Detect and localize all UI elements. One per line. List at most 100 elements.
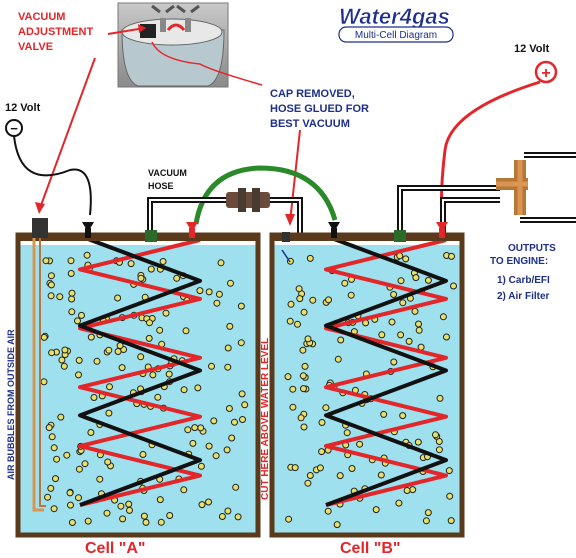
bubble: [439, 313, 447, 321]
outputs-label: OUTPUTS TO ENGINE: 1) Carb/EFI 2) Air Fi…: [490, 243, 556, 302]
bubble: [139, 451, 147, 458]
bubble: [286, 317, 294, 325]
bubble: [300, 423, 308, 431]
cell-b: CUT HERE ABOVE WATER LEVEL: [260, 222, 465, 538]
bubble: [241, 401, 249, 409]
bubble: [316, 464, 324, 472]
bubble: [224, 507, 232, 515]
svg-text:+: +: [541, 65, 550, 82]
bubble: [299, 346, 307, 354]
bubble: [74, 317, 81, 325]
bubble: [53, 455, 61, 463]
bubble: [117, 502, 125, 510]
bubble: [126, 506, 133, 514]
cap-removed-label: CAP REMOVED, HOSE GLUED FOR BEST VACUUM: [151, 41, 369, 226]
logo-text: Water4gas: [339, 4, 450, 29]
vac-hose-line1: VACUUM: [148, 168, 187, 178]
bubble: [301, 362, 309, 370]
bubble: [68, 289, 76, 297]
bubble: [297, 414, 305, 422]
bubble: [142, 518, 150, 526]
pos-12v-label: 12 Volt: [514, 43, 550, 55]
bubble: [422, 517, 430, 525]
bubble: [399, 412, 407, 420]
cap-line2: HOSE GLUED FOR: [270, 103, 369, 115]
bubble: [325, 296, 332, 304]
bubble: [333, 521, 341, 529]
bubble: [306, 254, 314, 262]
bubble: [300, 385, 307, 393]
air-bubble: [40, 378, 48, 386]
bubble: [223, 446, 231, 454]
vacuum-valve-line3: VALVE: [18, 41, 53, 53]
bubble: [432, 431, 439, 439]
bubble: [61, 346, 69, 354]
bubble: [341, 279, 349, 287]
bubble: [234, 513, 242, 521]
bubble: [296, 295, 304, 303]
coil-red: [324, 238, 448, 507]
bubble: [306, 472, 314, 479]
bubble: [446, 492, 454, 500]
bubble: [66, 489, 74, 497]
bubble: [156, 496, 164, 504]
bubble: [67, 257, 75, 265]
bubble: [224, 363, 232, 371]
bubble: [145, 334, 153, 342]
positive-terminal: 12 Volt +: [439, 43, 558, 223]
neg-12v-label: 12 Volt: [5, 102, 41, 114]
vacuum-valve-label: VACUUM ADJUSTMENT VALVE: [18, 11, 146, 214]
vacuum-valve-line1: VACUUM: [18, 11, 65, 23]
bubble: [231, 418, 238, 426]
outputs-line4: 2) Air Filter: [497, 291, 550, 302]
outputs-line3: 1) Carb/EFI: [497, 275, 550, 286]
outputs-line1: OUTPUTS: [508, 243, 556, 254]
bubble: [397, 277, 405, 285]
bubble: [450, 282, 457, 290]
bubble: [287, 300, 295, 308]
cell-a: AIR BUBBLES FROM OUTSIDE AIR: [6, 218, 261, 538]
air-bubble: [48, 349, 56, 357]
bubble: [68, 308, 76, 316]
bubble: [397, 331, 405, 339]
bubble: [217, 259, 225, 267]
coil-black: [78, 234, 202, 507]
bubble: [63, 451, 71, 459]
bubble: [227, 279, 234, 287]
bubble: [149, 371, 157, 379]
bubble: [239, 416, 246, 423]
bubble: [114, 348, 122, 355]
hose-connector: [226, 192, 270, 208]
bubble: [435, 438, 443, 445]
bubble: [356, 440, 364, 448]
bubble: [390, 358, 398, 366]
bubble: [409, 486, 417, 494]
bubble: [378, 331, 386, 339]
bubble: [105, 409, 113, 417]
bubble: [83, 251, 91, 259]
bubble: [166, 512, 174, 519]
hoses: [147, 152, 576, 238]
bubble: [106, 383, 113, 391]
bubble: [182, 327, 190, 335]
t-fitting: [496, 160, 528, 215]
bubble: [125, 500, 133, 508]
bubble: [119, 515, 127, 523]
bubble: [198, 501, 206, 509]
bubble: [237, 302, 245, 310]
air-bubble: [47, 484, 55, 492]
bubble: [173, 274, 181, 282]
bubble: [295, 285, 303, 293]
bubble: [197, 424, 205, 432]
bubble: [105, 346, 113, 354]
bubble: [165, 370, 173, 378]
bubble: [299, 372, 307, 380]
vacuum-valve[interactable]: [32, 218, 48, 238]
bubble: [377, 471, 385, 479]
bubble: [114, 294, 122, 302]
air-bubble: [44, 493, 52, 501]
bubble: [224, 344, 232, 352]
bubble: [424, 509, 432, 517]
bubble: [399, 299, 407, 307]
bubble: [237, 339, 245, 347]
